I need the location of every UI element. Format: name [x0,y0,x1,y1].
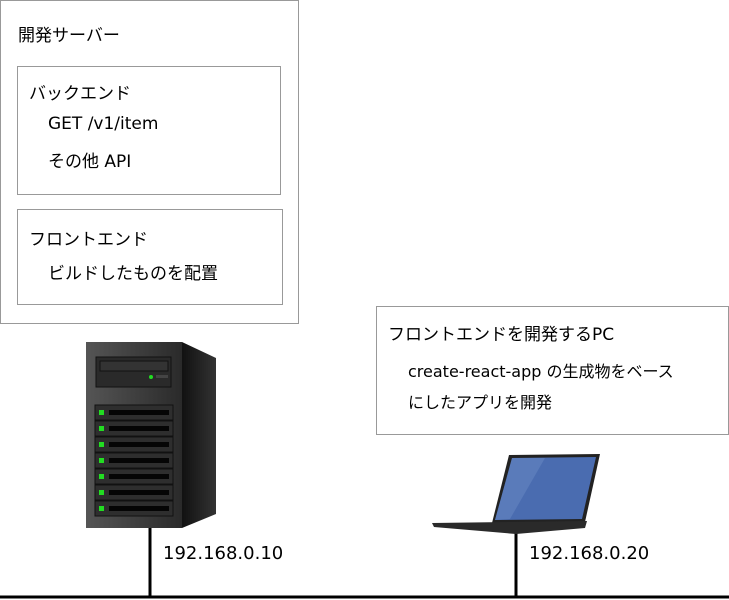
backend-item: GET /v1/item [48,114,159,134]
led-icon [99,442,104,447]
network-lines [0,528,729,599]
led-icon [99,410,104,415]
server-ip: 192.168.0.10 [163,543,284,564]
drive-slot-bar [109,442,169,447]
dev-pc-line: create-react-app の生成物をベース [408,362,674,381]
led-icon [99,474,104,479]
dev-pc-title: フロントエンドを開発するPC [388,325,615,345]
drive-slot-bar [109,458,169,463]
backend-box [17,66,281,195]
server-tower-icon [86,342,216,528]
drive-slot-bar [109,474,169,479]
dev-pc-line: にしたアプリを開発 [408,393,553,412]
frontend-box [17,209,283,305]
led-icon [99,506,104,511]
pc-ip: 192.168.0.20 [529,543,650,564]
backend-title: バックエンド [29,84,131,104]
drive-slot-bar [109,410,169,415]
frontend-item: ビルドしたものを配置 [48,264,218,284]
dev-server-title: 開発サーバー [18,26,120,46]
led-icon [99,490,104,495]
led-icon [99,458,104,463]
led-icon [99,426,104,431]
drive-slot-bar [109,490,169,495]
backend-item: その他 API [48,152,132,172]
drive-slot-bar [109,506,169,511]
dev-pc-box [376,306,729,435]
frontend-title: フロントエンド [29,230,148,250]
drive-slot-bar [109,426,169,431]
laptop-icon [432,454,600,534]
